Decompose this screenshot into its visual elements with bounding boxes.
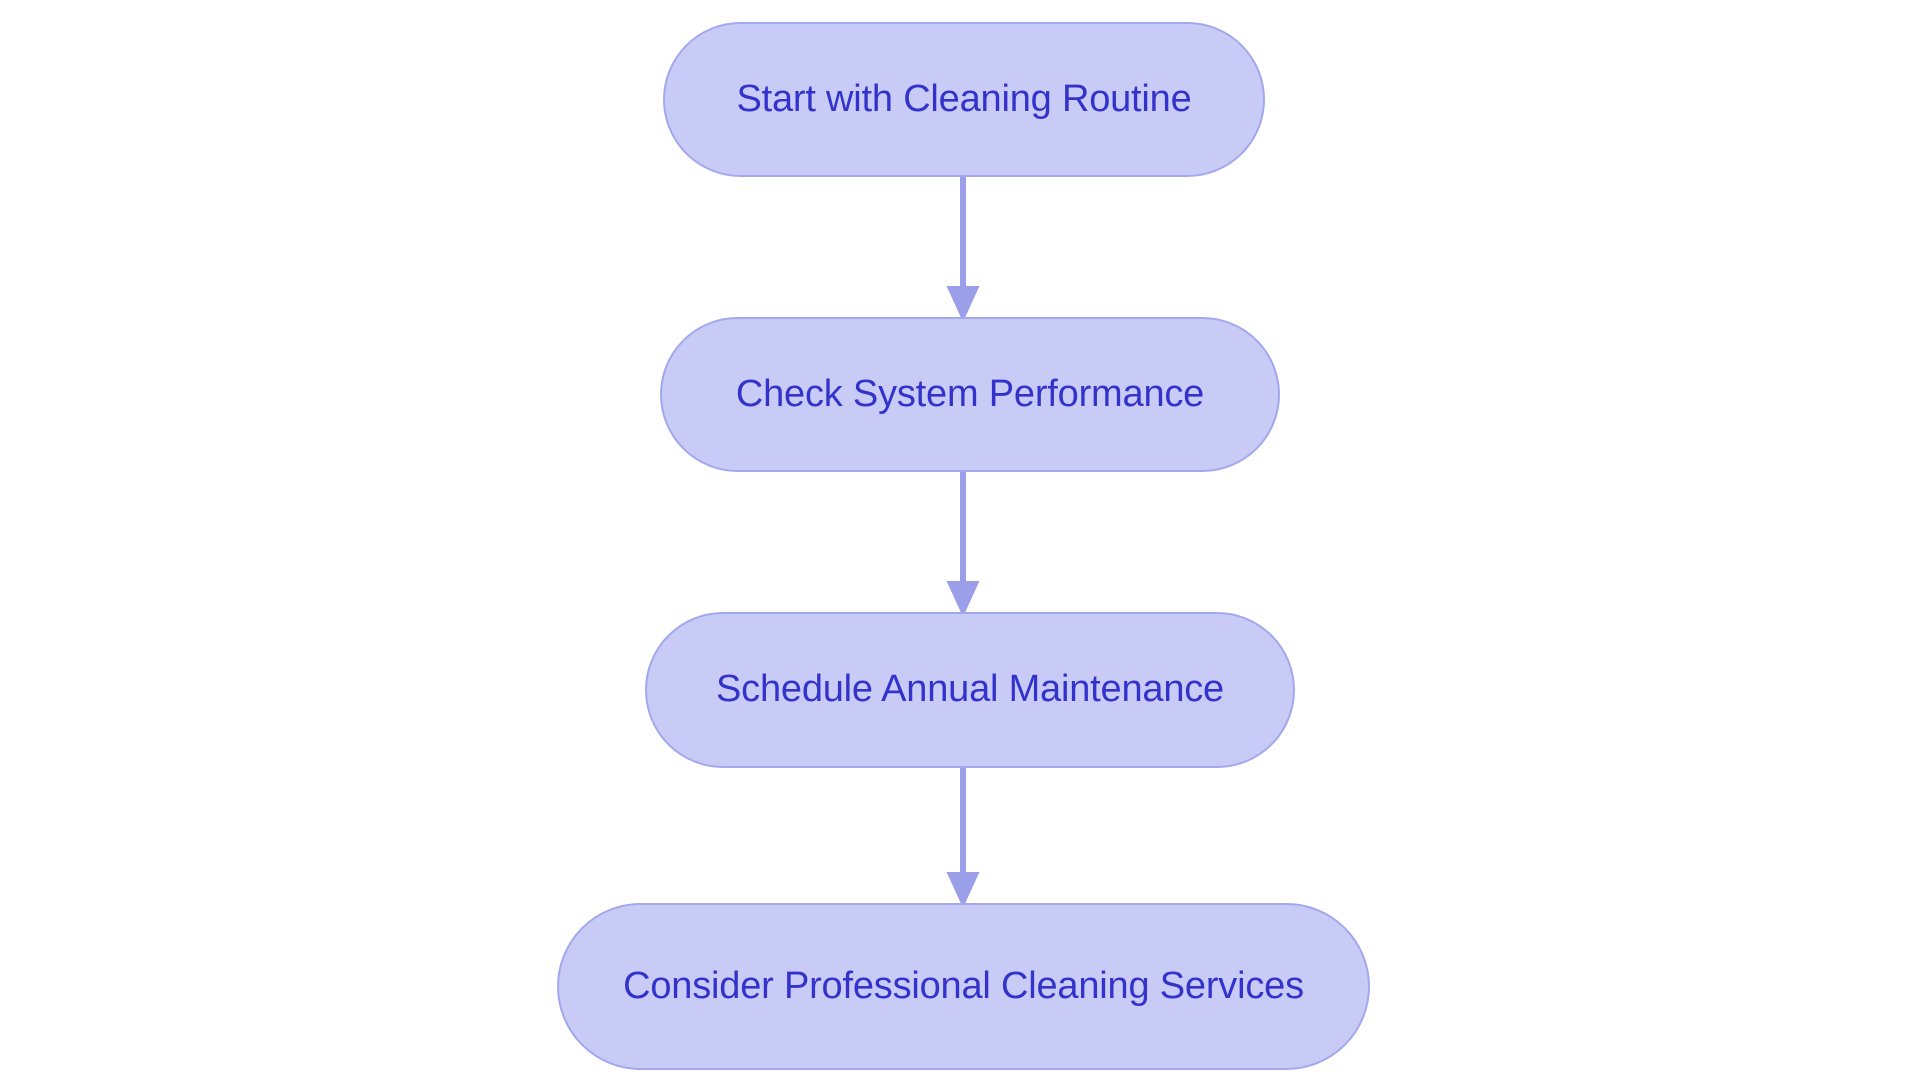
flowchart-node-label: Start with Cleaning Routine [736, 77, 1192, 120]
flowchart-node-consider-professional-cleaning-services[interactable]: Consider Professional Cleaning Services [557, 903, 1370, 1070]
arrow-head-icon [946, 581, 980, 617]
flowchart-node-label: Consider Professional Cleaning Services [623, 964, 1304, 1007]
arrow-node2-to-node3 [946, 470, 980, 617]
flowchart-node-label: Check System Performance [735, 372, 1205, 415]
arrow-node1-to-node2 [946, 175, 980, 322]
flowchart-node-check-system-performance[interactable]: Check System Performance [660, 317, 1280, 472]
arrow-head-icon [946, 872, 980, 908]
flowchart-node-start-with-cleaning-routine[interactable]: Start with Cleaning Routine [663, 22, 1265, 177]
flowchart-node-label: Schedule Annual Maintenance [716, 668, 1224, 711]
flowchart-node-schedule-annual-maintenance[interactable]: Schedule Annual Maintenance [645, 612, 1295, 768]
arrow-head-icon [946, 286, 980, 322]
arrow-node3-to-node4 [946, 766, 980, 908]
